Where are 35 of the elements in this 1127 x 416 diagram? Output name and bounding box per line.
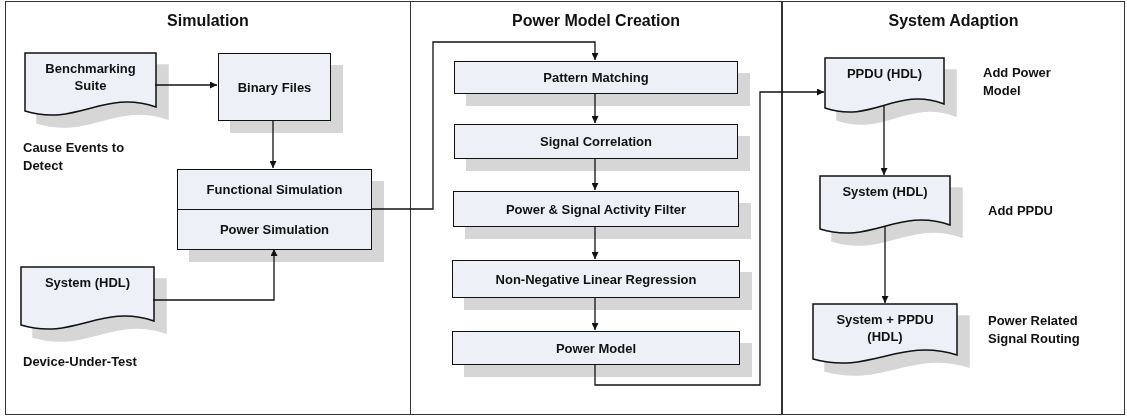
arrow (594, 88, 825, 386)
annotation-text: Device-Under-Test (23, 353, 138, 371)
swimlane-panel (5, 1, 411, 415)
document-label: Benchmarking Suite (44, 61, 137, 95)
annotation-text: Power Related Signal Routing (988, 312, 1081, 348)
process-label: Pattern Matching (543, 70, 649, 85)
process-label: Power & Signal Activity Filter (505, 201, 687, 217)
arrow (370, 41, 599, 210)
annotation-text: Cause Events to Detect (23, 139, 126, 175)
process-label: Functional Simulation (206, 182, 343, 197)
arrow (591, 92, 599, 124)
process-label: Binary Files (237, 79, 312, 95)
arrow (881, 225, 889, 304)
document-label: System (HDL) (43, 275, 132, 292)
document-label: PPDU (HDL) (845, 66, 924, 83)
arrow (591, 296, 599, 331)
arrow (591, 157, 599, 191)
process-label: Power Model (555, 340, 637, 356)
arrow (880, 104, 888, 176)
process-label: Non-Negative Linear Regression (495, 271, 697, 287)
arrow (269, 119, 277, 169)
swimlane-panel (410, 1, 782, 415)
swimlane-panel (782, 1, 1125, 415)
lane-title: Power Model Creation (511, 12, 681, 30)
process-label: Signal Correlation (540, 134, 652, 149)
lane-title: Simulation (166, 12, 250, 30)
annotation-text: Add Power Model (983, 64, 1052, 100)
annotation-text: Add PPDU (988, 202, 1054, 220)
document-label: System + PPDU (HDL) (835, 312, 935, 346)
lane-title: System Adaption (887, 12, 1020, 30)
arrow (154, 81, 218, 89)
document-label: System (HDL) (841, 184, 929, 201)
arrow (152, 248, 278, 301)
arrow (591, 225, 599, 260)
process-label: Power Simulation (219, 222, 330, 237)
